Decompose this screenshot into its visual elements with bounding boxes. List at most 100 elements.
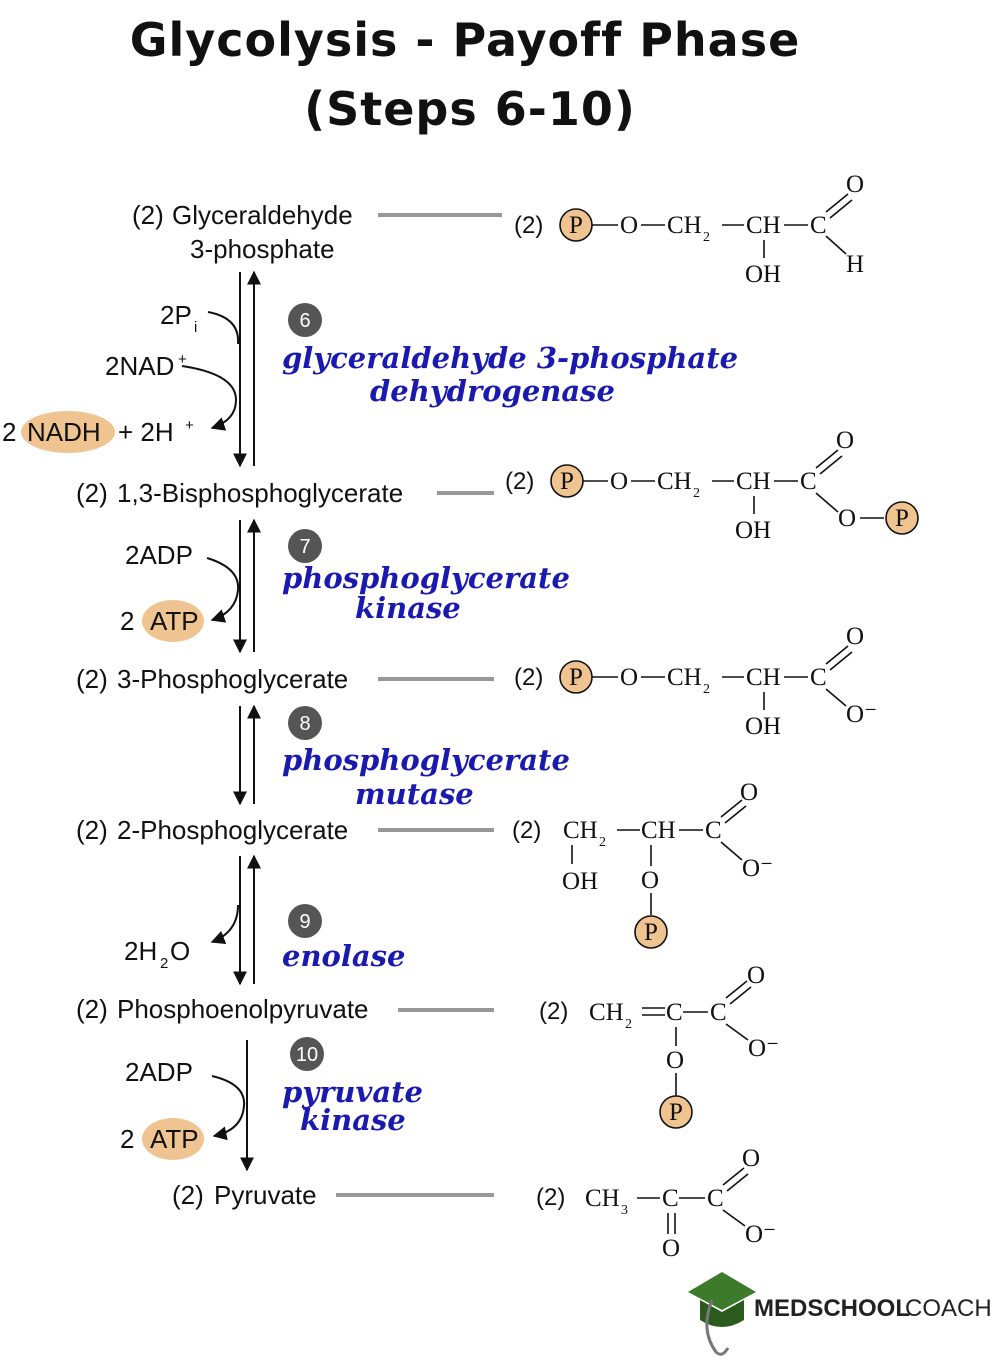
step-badge [290, 1037, 324, 1071]
nadh-highlight [21, 411, 115, 453]
logo-text-coach: COACH [905, 1295, 992, 1322]
cofactor-atp-coef: 2 [120, 1124, 134, 1154]
atom-o: O [641, 867, 659, 894]
cofactor-adp: 2ADP [125, 1057, 193, 1087]
atom-ch2: CH [667, 212, 702, 239]
atom-c: C [707, 1185, 724, 1212]
atom-ch: CH [641, 817, 676, 844]
atom-o: O [836, 427, 854, 454]
structure-1-3-bisphosphoglycerate: (2) P O CH 2 CH C OH O O P [505, 427, 919, 544]
atom-oh: OH [562, 868, 598, 895]
cofactor-water-o: O [170, 936, 190, 966]
structure-glyceraldehyde-3-phosphate: (2) P O CH 2 CH C OH O H [514, 171, 864, 288]
structure-2-phosphoglycerate: (2) CH 2 CH C OH O P O O⁻ [512, 779, 773, 949]
atom-c: C [705, 817, 722, 844]
cofactor-nad: 2NAD [105, 351, 174, 381]
atp-highlight [142, 1118, 204, 1160]
cofactor-adp: 2ADP [125, 540, 193, 570]
atom-o-minus: O⁻ [745, 1221, 776, 1248]
cofactor-h-plus: + [185, 417, 194, 434]
steps: 6 glyceraldehyde 3-phosphate dehydrogena… [282, 303, 738, 1137]
phosphate-label: P [569, 664, 583, 691]
step-badge [288, 303, 322, 337]
enzyme-name-line2: dehydrogenase [370, 374, 615, 408]
metabolite-2-phosphoglycerate: 2-Phosphoglycerate [117, 815, 348, 845]
structure-coef: (2) [505, 468, 534, 495]
cofactor-atp: ATP [150, 1124, 199, 1154]
atom-c: C [662, 1185, 679, 1212]
subscript: 2 [625, 1017, 632, 1032]
metabolite-pyruvate: Pyruvate [214, 1180, 317, 1210]
reaction-arrows [181, 270, 261, 1172]
subscript: 2 [703, 230, 710, 245]
phosphate-circle [885, 501, 919, 535]
atom-c: C [810, 212, 827, 239]
connector-lines [336, 213, 502, 1197]
cofactor-nadh: NADH [27, 417, 101, 447]
metabolite-coef: (2) [76, 664, 108, 694]
phosphate-label: P [644, 919, 658, 946]
atom-o-minus: O⁻ [742, 855, 773, 882]
atom-ch2: CH [589, 999, 624, 1026]
atom-o: O [666, 1047, 684, 1074]
cofactor-atp: ATP [150, 606, 199, 636]
enzyme-name-line2: kinase [355, 591, 461, 625]
atom-o: O [846, 623, 864, 650]
metabolite-coef: (2) [76, 994, 108, 1024]
subscript: 2 [599, 835, 606, 850]
enzyme-name: phosphoglycerate [282, 743, 570, 777]
atom-c: C [666, 999, 683, 1026]
atom-o: O [742, 1145, 760, 1172]
atom-ch2: CH [657, 468, 692, 495]
cofactor-pi-subscript: i [194, 319, 197, 336]
graduation-cap-icon [688, 1272, 756, 1310]
atom-o: O [610, 468, 628, 495]
enzyme-name: glyceraldehyde 3-phosphate [282, 341, 738, 375]
cofactor-curve [211, 1075, 246, 1141]
atom-o: O [620, 664, 638, 691]
enzyme-name: phosphoglycerate [282, 561, 570, 595]
enzyme-name-line2: kinase [300, 1103, 406, 1137]
metabolite-coef: (2) [132, 200, 164, 230]
atom-ch: CH [746, 664, 781, 691]
atp-highlight [142, 600, 204, 642]
structure-pyruvate: (2) CH 3 C C O O O⁻ [536, 1145, 776, 1262]
phosphate-label: P [669, 1099, 683, 1126]
atom-o: O [838, 505, 856, 532]
cofactor-curve [181, 365, 238, 431]
phosphate-circle [659, 1095, 693, 1129]
enzyme-name: enolase [282, 939, 405, 973]
cofactor-curve [206, 557, 240, 623]
subscript: 2 [703, 682, 710, 697]
step-number: 10 [296, 1044, 318, 1066]
metabolite-phosphoenolpyruvate: Phosphoenolpyruvate [117, 994, 369, 1024]
atom-c: C [710, 999, 727, 1026]
atom-ch: CH [746, 212, 781, 239]
step-number: 8 [299, 713, 310, 735]
structure-coef: (2) [512, 817, 541, 844]
logo-text-medschool: MEDSCHOOL [754, 1295, 910, 1322]
structure-3-phosphoglycerate: (2) P O CH 2 CH C OH O O⁻ [514, 623, 877, 740]
step-badge [288, 706, 322, 740]
cofactors: 2P i 2NAD + 2 NADH + 2H + 2ADP 2 ATP 2H … [2, 300, 204, 1160]
subscript: 3 [621, 1203, 628, 1218]
cofactor-h: + 2H [118, 417, 174, 447]
metabolite-1-3-bisphosphoglycerate: 1,3-Bisphosphoglycerate [117, 478, 403, 508]
step-badge [288, 904, 322, 938]
metabolite-glyceraldehyde-3-phosphate-line2: 3-phosphate [190, 234, 335, 264]
phosphate-circle [634, 915, 668, 949]
atom-o: O [740, 779, 758, 806]
cofactor-pi: 2P [160, 300, 192, 330]
atom-h: H [846, 251, 864, 278]
metabolite-coef: (2) [76, 815, 108, 845]
atom-o: O [747, 962, 765, 989]
atom-o-minus: O⁻ [846, 701, 877, 728]
metabolite-glyceraldehyde-3-phosphate: Glyceraldehyde [172, 200, 353, 230]
atom-c: C [810, 664, 827, 691]
metabolite-list: (2) Glyceraldehyde 3-phosphate (2) 1,3-B… [76, 200, 403, 1210]
phosphate-label: P [560, 468, 574, 495]
cofactor-water-subscript: 2 [160, 955, 168, 972]
atom-ch2: CH [667, 664, 702, 691]
medschoolcoach-logo: MEDSCHOOL COACH [688, 1272, 992, 1356]
metabolite-coef: (2) [76, 478, 108, 508]
